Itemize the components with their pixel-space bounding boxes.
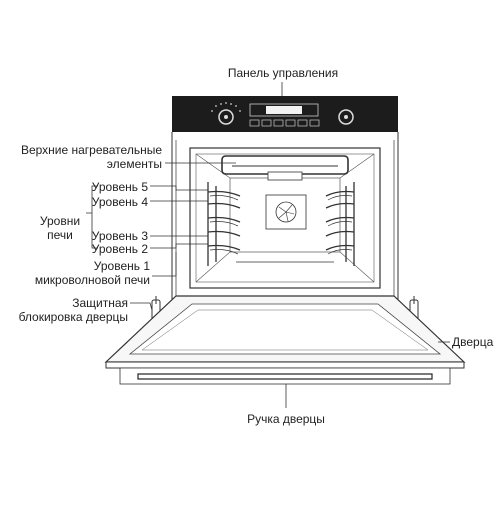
leader-lines <box>86 82 450 408</box>
fan-icon <box>275 201 297 223</box>
label-control-panel: Панель управления <box>227 66 339 80</box>
fan-cover <box>265 194 307 230</box>
label-levels-line1: Уровни <box>39 214 81 228</box>
label-level-2: Уровень 2 <box>91 242 148 256</box>
label-level-1-line1: Уровень 1 <box>93 259 150 273</box>
label-level-4: Уровень 4 <box>91 195 148 209</box>
label-level-3: Уровень 3 <box>91 229 148 243</box>
door-front-edge <box>105 361 465 369</box>
left-knob <box>218 109 234 125</box>
door-handle <box>137 373 433 380</box>
display-panel <box>249 103 319 117</box>
knob-marks <box>211 102 241 112</box>
upper-heating-element <box>221 155 349 175</box>
label-safety-lock-line1: Защитная <box>72 296 128 310</box>
label-upper-heating-line2: элементы <box>106 157 162 171</box>
label-door-handle: Ручка дверцы <box>247 412 325 426</box>
label-level-1-line2: микроволновой печи <box>34 273 150 287</box>
label-door: Дверца <box>452 335 494 349</box>
label-upper-heating-line1: Верхние нагревательные <box>20 143 162 157</box>
right-knob <box>338 109 354 125</box>
label-safety-lock-line2: блокировка дверцы <box>18 310 128 324</box>
left-rack <box>207 182 241 266</box>
panel-buttons <box>249 119 320 127</box>
door-glass <box>128 303 442 355</box>
label-levels-line2: печи <box>47 228 73 242</box>
label-level-5: Уровень 5 <box>91 180 148 194</box>
right-rack <box>325 182 355 266</box>
